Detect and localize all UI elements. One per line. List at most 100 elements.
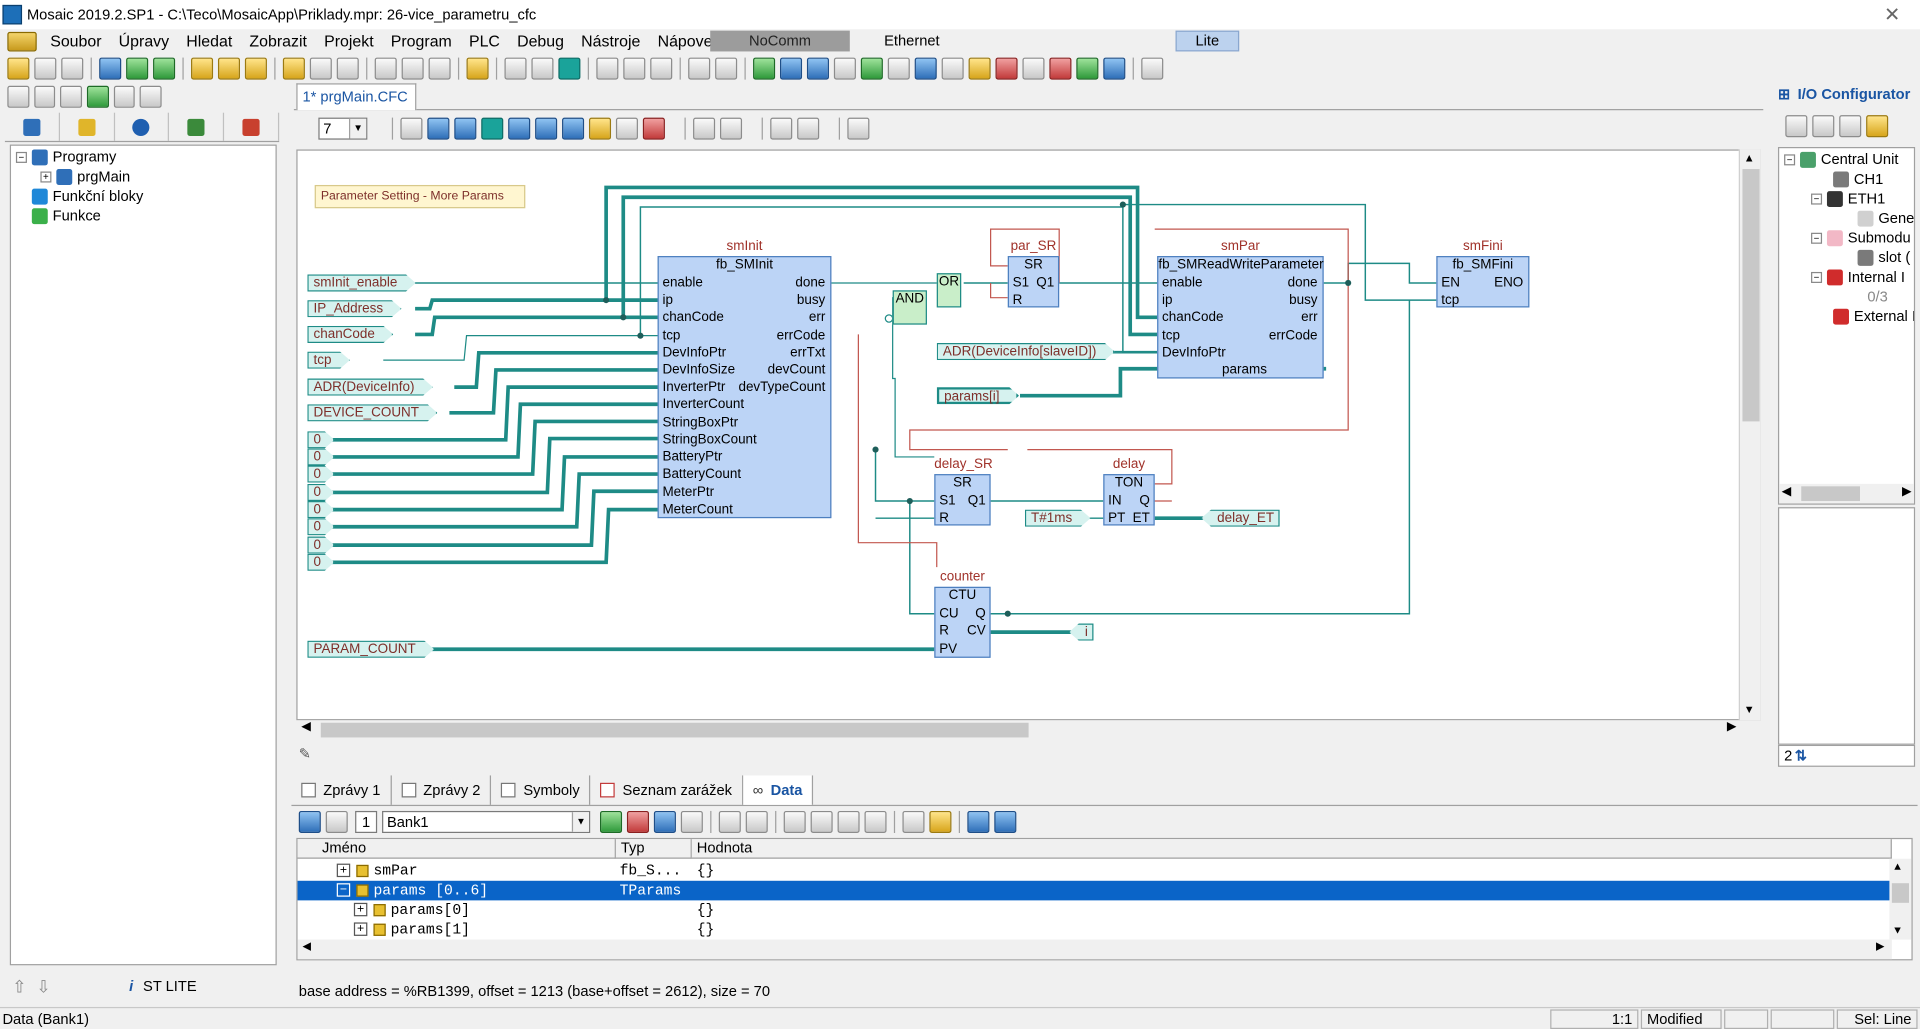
compile-icon[interactable] <box>126 57 149 80</box>
window-icon[interactable] <box>847 117 870 140</box>
connection-status[interactable]: NoComm <box>710 30 850 52</box>
delete-icon[interactable] <box>642 117 665 140</box>
pin-s1[interactable]: S1 <box>1012 275 1030 291</box>
tab-seznam-zarazek[interactable]: Seznam zarážek <box>591 775 743 805</box>
pin-done[interactable]: done <box>795 275 826 291</box>
gear-icon[interactable] <box>1785 115 1808 138</box>
tree-node-function-blocks[interactable]: Funkční bloky <box>31 187 143 205</box>
pin-params[interactable]: params <box>1222 362 1267 378</box>
network-icon[interactable] <box>914 57 937 80</box>
pin-et[interactable]: ET <box>1132 510 1150 526</box>
pin-tcp[interactable]: tcp <box>662 328 681 343</box>
table-row[interactable]: −params [0..6]TParams <box>297 880 1892 901</box>
format-icon[interactable] <box>902 810 925 833</box>
pin-pv[interactable]: PV <box>939 641 958 657</box>
output-i[interactable]: i <box>1068 623 1095 641</box>
find-icon[interactable] <box>720 117 743 140</box>
gear2-icon[interactable] <box>1812 115 1835 138</box>
input-device-count[interactable]: DEVICE_COUNT <box>307 404 437 421</box>
pin-tcp[interactable]: tcp <box>1162 328 1181 343</box>
comment-icon[interactable] <box>588 117 612 140</box>
download-icon[interactable] <box>531 57 554 80</box>
io-icon[interactable] <box>1049 57 1072 80</box>
stop-icon[interactable] <box>336 57 359 80</box>
input-zero[interactable]: 0 <box>307 431 334 448</box>
pin-enable[interactable]: enable <box>1162 275 1203 291</box>
pin-enable[interactable]: enable <box>662 275 703 291</box>
scroll-right-icon[interactable]: ▶ <box>1726 720 1737 734</box>
pin-q[interactable]: Q <box>975 606 986 622</box>
expand-icon[interactable]: + <box>40 170 52 182</box>
pin-s1[interactable]: S1 <box>939 493 956 509</box>
pin-stringboxcount[interactable]: StringBoxCount <box>662 432 757 448</box>
layout-3-icon[interactable] <box>650 57 673 80</box>
editor-e-icon[interactable] <box>558 57 581 80</box>
expand-icon[interactable]: − <box>336 883 351 897</box>
pin-meterptr[interactable]: MeterPtr <box>662 485 715 500</box>
pin-cv[interactable]: CV <box>967 623 986 639</box>
menu-nastroje[interactable]: Nástroje <box>581 31 641 51</box>
copy-icon[interactable] <box>1141 57 1164 80</box>
step-into-icon[interactable] <box>374 57 397 80</box>
folder-open-icon[interactable] <box>244 57 267 80</box>
io-node[interactable]: −Central Unit <box>1784 151 1898 168</box>
calc-icon[interactable] <box>968 57 991 80</box>
scroll-down-icon[interactable]: ▼ <box>1743 703 1755 716</box>
input-t1ms[interactable]: T#1ms <box>1025 510 1091 527</box>
tree-node-functions[interactable]: Funkce <box>31 207 101 224</box>
pin-cu[interactable]: CU <box>939 606 959 622</box>
block-par-sr[interactable]: SR S1 R Q1 <box>1007 256 1060 308</box>
grid-vscroll[interactable]: ▲ ▼ <box>1889 858 1912 940</box>
io-node[interactable]: −Internal I <box>1811 268 1905 285</box>
pin-r[interactable]: R <box>939 510 949 526</box>
watch2-icon[interactable] <box>837 810 860 833</box>
save-icon[interactable] <box>34 57 57 80</box>
pin-devinfoptr[interactable]: DevInfoPtr <box>662 345 727 361</box>
library-icon[interactable] <box>753 57 776 80</box>
menu-hledat[interactable]: Hledat <box>186 31 233 51</box>
step-out-icon[interactable] <box>428 57 451 80</box>
input-zero[interactable]: 0 <box>307 484 334 501</box>
block-counter-ctu[interactable]: CTU CU R PV Q CV <box>934 586 991 658</box>
column-header-name[interactable]: Jméno <box>297 839 616 859</box>
pin-busy[interactable]: busy <box>1289 292 1318 308</box>
pin-err[interactable]: err <box>1301 309 1318 325</box>
new-file-icon[interactable] <box>191 57 214 80</box>
scroll-up-icon[interactable]: ▲ <box>1894 861 1901 874</box>
pin-ip[interactable]: ip <box>662 292 673 308</box>
undo-icon[interactable] <box>770 117 793 140</box>
label-icon[interactable] <box>508 117 531 140</box>
save-all-icon[interactable] <box>61 57 84 80</box>
grid-hscroll[interactable]: ◀ ▶ <box>297 939 1892 960</box>
pin-pt[interactable]: PT <box>1108 510 1126 526</box>
pin-chancode[interactable]: chanCode <box>1162 309 1224 325</box>
hw-icon[interactable] <box>1076 57 1099 80</box>
arrow-down-icon[interactable]: ⇩ <box>36 975 51 996</box>
tab-libraries[interactable] <box>224 112 280 141</box>
collapse-icon[interactable]: − <box>1811 232 1823 244</box>
io-node[interactable]: −ETH1 <box>1811 190 1885 207</box>
input-adr-deviceinfo-slaveid[interactable]: ADR(DeviceInfo[slaveID]) <box>937 343 1115 360</box>
pin-tcp[interactable]: tcp <box>1441 292 1460 308</box>
tab-zpravy-2[interactable]: Zprávy 2 <box>391 775 492 805</box>
scroll-thumb[interactable] <box>320 722 1029 738</box>
split-1-icon[interactable] <box>688 57 711 80</box>
input-chancode[interactable]: chanCode <box>307 326 393 343</box>
order-icon[interactable] <box>693 117 716 140</box>
pin-devinfoptr[interactable]: DevInfoPtr <box>1162 345 1226 361</box>
canvas-vertical-scrollbar[interactable]: ▲ ▼ <box>1738 149 1761 721</box>
output-var-icon[interactable] <box>454 117 477 140</box>
menu-soubor[interactable]: Soubor <box>50 31 102 51</box>
struct-icon[interactable] <box>113 85 136 108</box>
layout-2-icon[interactable] <box>623 57 646 80</box>
step-over-icon[interactable] <box>401 57 424 80</box>
pin-devtypecount[interactable]: devTypeCount <box>738 379 826 395</box>
pages2-icon[interactable] <box>33 85 56 108</box>
split-2-icon[interactable] <box>715 57 738 80</box>
pin-err[interactable]: err <box>808 309 826 325</box>
pin-metercount[interactable]: MeterCount <box>662 502 733 517</box>
io-node[interactable]: External I <box>1833 307 1914 325</box>
jump-icon[interactable] <box>535 117 558 140</box>
pin-errcode[interactable]: errCode <box>1268 328 1318 343</box>
